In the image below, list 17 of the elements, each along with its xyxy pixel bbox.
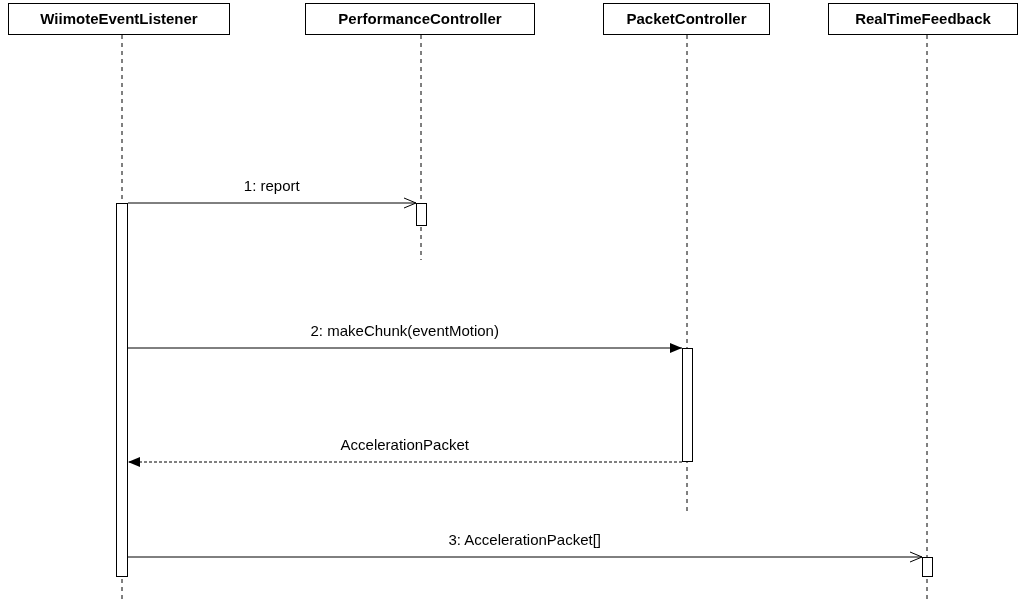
activation-bar xyxy=(922,557,933,577)
message-arrow xyxy=(127,457,683,467)
lifeline-header-box xyxy=(305,3,535,35)
object-name: WiimoteEventListener xyxy=(40,8,198,29)
activation-bar xyxy=(116,203,128,577)
object-name: PacketController xyxy=(626,8,747,29)
lifeline-header-box xyxy=(603,3,770,35)
activation-bar xyxy=(682,348,693,462)
message-arrow xyxy=(127,551,923,563)
message-arrow xyxy=(127,343,683,353)
lifeline-header-box xyxy=(828,3,1018,35)
activation-bar xyxy=(416,203,427,226)
object-name: RealTimeFeedback xyxy=(855,8,991,29)
lifeline-header-box xyxy=(8,3,230,35)
edge-label: 2: makeChunk(eventMotion) xyxy=(308,322,501,340)
object-name: PerformanceController xyxy=(338,8,502,29)
message-arrow xyxy=(127,197,417,209)
